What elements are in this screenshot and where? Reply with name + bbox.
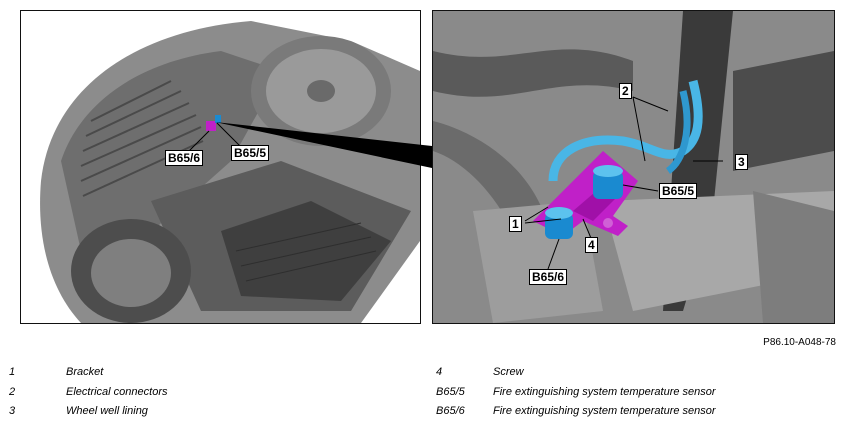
legend-key: B65/5 <box>436 386 465 398</box>
legend-desc: Bracket <box>66 366 104 378</box>
callout-3: 3 <box>735 154 748 170</box>
legend-desc: Fire extinguishing system temperature se… <box>493 386 716 398</box>
underbody-drawing <box>21 11 420 323</box>
callout-4: 4 <box>585 237 598 253</box>
callout-1: 1 <box>509 216 522 232</box>
legend-key: B65/6 <box>436 405 465 417</box>
document-id: P86.10-A048-78 <box>763 337 836 348</box>
bracket-marker <box>206 121 216 131</box>
legend-desc: Fire extinguishing system temperature se… <box>493 405 716 417</box>
callout-b65-6-detail: B65/6 <box>529 269 568 285</box>
legend-key: 1 <box>9 366 16 378</box>
callout-b65-6: B65/6 <box>165 150 204 166</box>
callout-2: 2 <box>619 83 632 99</box>
overview-illustration: B65/6 B65/5 <box>20 10 421 324</box>
sensor-detail-drawing <box>433 11 834 323</box>
callout-b65-5: B65/5 <box>231 145 270 161</box>
legend-key: 4 <box>436 366 443 378</box>
legend-desc: Electrical connectors <box>66 386 168 398</box>
callout-b65-5-detail: B65/5 <box>659 183 698 199</box>
legend-desc: Wheel well lining <box>66 405 148 417</box>
sensor-marker <box>215 115 221 123</box>
legend-key: 3 <box>9 405 16 417</box>
legend-key: 2 <box>9 386 16 398</box>
zoom-connector <box>215 122 432 168</box>
legend-desc: Screw <box>493 366 524 378</box>
detail-illustration: 2 3 B65/5 1 4 B65/6 <box>432 10 835 324</box>
